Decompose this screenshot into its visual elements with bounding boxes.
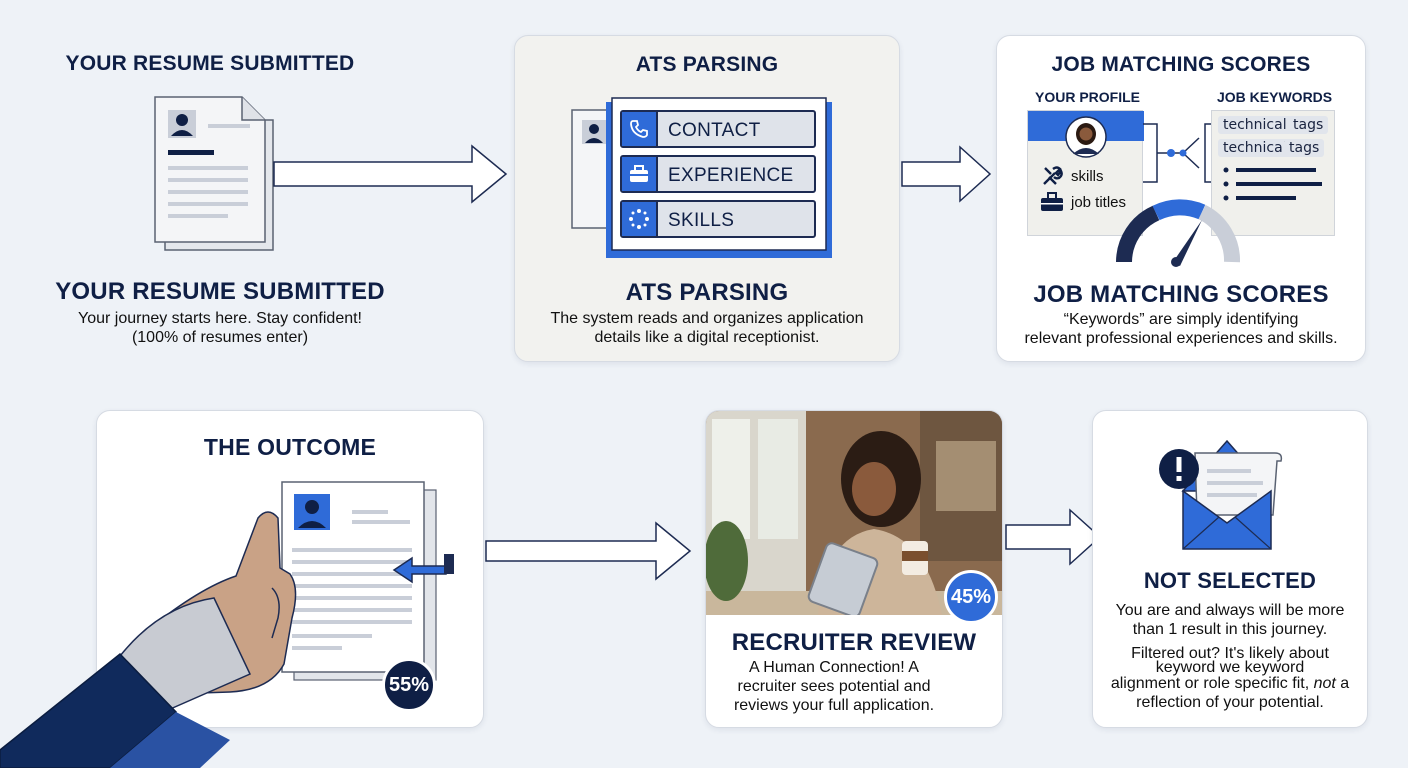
resume-document-icon bbox=[154, 96, 274, 251]
tools-icon bbox=[1043, 166, 1063, 185]
profile-item-job-titles: job titles bbox=[1071, 194, 1127, 211]
field-skills: SKILLS bbox=[620, 200, 816, 238]
step6-desc-line5-a: alignment or role specific fit, bbox=[1110, 675, 1314, 692]
profile-label: YOUR PROFILE bbox=[1035, 89, 1141, 105]
sparkle-dots-icon bbox=[622, 202, 658, 236]
step6-desc-line5-b: a bbox=[1335, 675, 1350, 692]
step2-title: ATS PARSING bbox=[625, 279, 789, 306]
step4-header: THE OUTCOME bbox=[203, 434, 377, 460]
step3-header: JOB MATCHING SCORES bbox=[1051, 53, 1311, 76]
step5-title: RECRUITER REVIEW bbox=[731, 629, 977, 656]
match-connector bbox=[1143, 123, 1213, 183]
profile-item-skills: skills bbox=[1071, 168, 1104, 185]
step1-desc-line2: (100% of resumes enter) bbox=[131, 329, 309, 346]
step1-title: YOUR RESUME SUBMITTED bbox=[55, 278, 385, 305]
step5-desc-line2: recruiter sees potential and bbox=[737, 678, 931, 695]
step2-header: ATS PARSING bbox=[635, 53, 779, 76]
flow-arrow-1 bbox=[273, 144, 508, 204]
step5-desc-line1: A Human Connection! A bbox=[749, 659, 919, 676]
step1-desc-line1: Your journey starts here. Stay confident… bbox=[77, 310, 362, 327]
step6-desc-line5: alignment or role specific fit, not a bbox=[1101, 674, 1359, 693]
keywords-label: JOB KEYWORDS bbox=[1217, 89, 1333, 105]
step6-desc-line3: Filtered out? It's likely about bbox=[1131, 645, 1329, 662]
recruiter-percent-badge: 45% bbox=[944, 570, 998, 624]
keyword-tag: tags bbox=[1288, 116, 1329, 134]
keyword-tag: tags bbox=[1284, 139, 1325, 157]
step6-desc-line2: than 1 result in this journey. bbox=[1132, 621, 1328, 638]
step1-header: YOUR RESUME SUBMITTED bbox=[65, 52, 355, 75]
flow-arrow-4 bbox=[1005, 508, 1102, 566]
step3-title: JOB MATCHING SCORES bbox=[1033, 281, 1329, 308]
envelope-alert-icon bbox=[1159, 439, 1283, 550]
step6-desc-line1: You are and always will be more bbox=[1115, 602, 1345, 619]
step6-desc-line4: keyword we keyword bbox=[1155, 659, 1305, 676]
step6-desc-line5-em: not bbox=[1313, 675, 1336, 692]
flow-arrow-3 bbox=[485, 521, 692, 581]
recruiter-photo bbox=[706, 411, 1002, 615]
keyword-tag: technical bbox=[1218, 116, 1292, 134]
field-skills-label: SKILLS bbox=[668, 210, 735, 231]
phone-icon bbox=[622, 112, 658, 146]
outcome-percent-badge: 55% bbox=[382, 658, 436, 712]
step2-desc-line1: The system reads and organizes applicati… bbox=[550, 310, 864, 327]
step3-desc-line2: relevant professional experiences and sk… bbox=[1024, 330, 1338, 347]
match-score-gauge-icon bbox=[1116, 199, 1240, 267]
briefcase-icon bbox=[1041, 192, 1063, 211]
step5-desc-line3: reviews your full application. bbox=[733, 697, 935, 714]
field-experience-label: EXPERIENCE bbox=[668, 165, 794, 186]
flow-arrow-2 bbox=[901, 145, 992, 203]
step6-desc-line6: reflection of your potential. bbox=[1136, 694, 1324, 711]
field-contact: CONTACT bbox=[620, 110, 816, 148]
keyword-list-lines bbox=[1223, 167, 1322, 201]
briefcase-icon bbox=[622, 157, 658, 191]
field-experience: EXPERIENCE bbox=[620, 155, 816, 193]
step6-title: NOT SELECTED bbox=[1143, 568, 1317, 593]
step-not-selected-card: NOT SELECTED You are and always will be … bbox=[1092, 410, 1368, 728]
field-contact-label: CONTACT bbox=[668, 120, 761, 141]
step3-desc-line1: “Keywords” are simply identifying bbox=[1063, 311, 1299, 328]
profile-avatar-icon bbox=[1065, 116, 1107, 158]
step2-desc-line2: details like a digital receptionist. bbox=[594, 329, 820, 346]
keyword-tag: technical bbox=[1218, 139, 1292, 157]
hand-holding-resume-illustration bbox=[0, 481, 454, 768]
step-recruiter-review-card: RECRUITER REVIEW A Human Connection! A r… bbox=[705, 410, 1003, 728]
